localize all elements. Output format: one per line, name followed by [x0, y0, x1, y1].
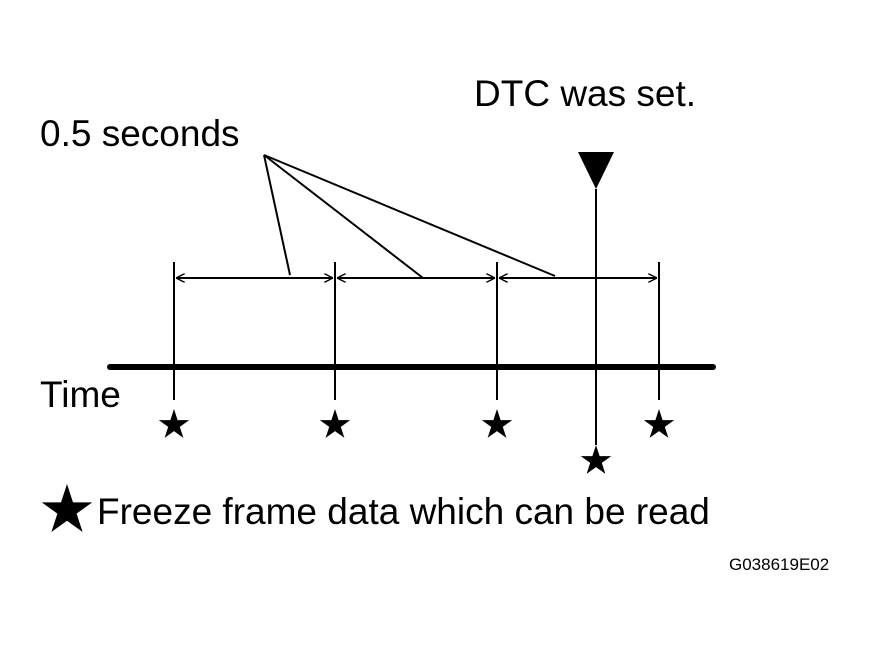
leader-line-2: [263, 154, 424, 279]
interval-label: 0.5 seconds: [40, 113, 240, 154]
star-icon: [41, 484, 93, 532]
star-icon: [481, 409, 513, 438]
dtc-set-label: DTC was set.: [474, 73, 697, 114]
leader-line-3: [263, 154, 556, 277]
star-icon: [580, 445, 612, 474]
time-axis-label: Time: [40, 374, 121, 415]
star-icon: [643, 409, 675, 438]
star-icon: [319, 409, 351, 438]
star-icon: [158, 409, 190, 438]
leader-line-1: [263, 154, 291, 276]
triangle-down-icon: [578, 152, 614, 189]
legend-text: Freeze frame data which can be read: [97, 491, 710, 532]
figure-id: G038619E02: [729, 555, 830, 574]
